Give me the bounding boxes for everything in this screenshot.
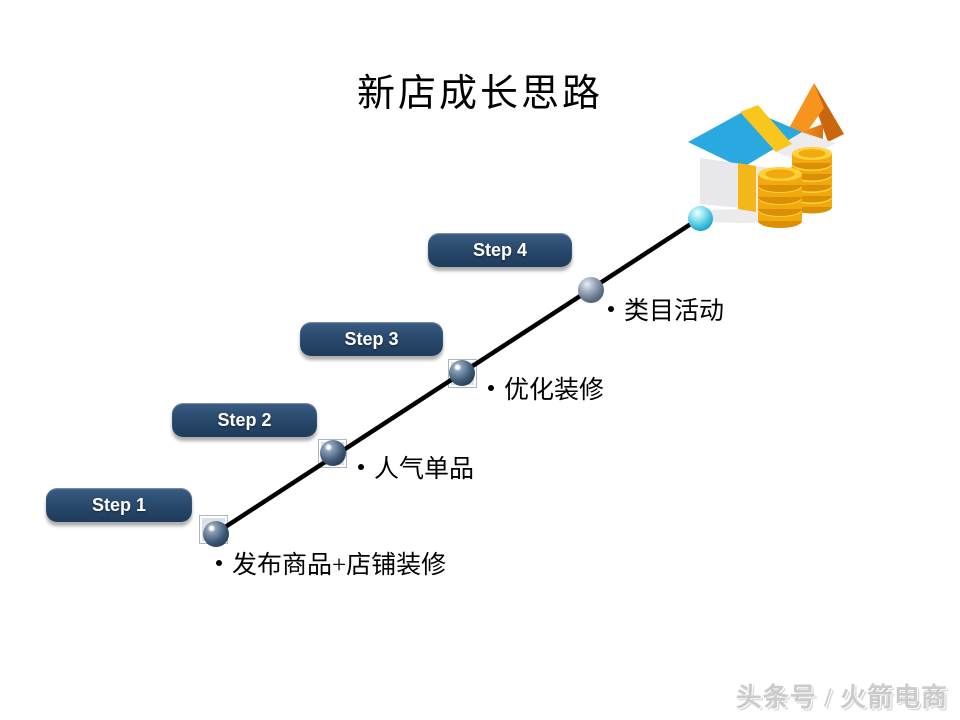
step3-callout: 优化装修 [488,370,604,406]
step3-marker-sphere-icon [449,360,475,386]
step4-button-label: Step 4 [472,239,528,260]
step1-marker-sphere-icon [203,521,229,547]
line-endpoint-sphere-icon [688,206,713,231]
step4-callout: 类目活动 [608,291,724,327]
step1-button-label: Step 1 [91,494,147,515]
bullet-dot-icon [358,464,364,470]
step4-callout-text: 类目活动 [624,298,725,325]
step3-button: Step 3 [300,322,443,356]
step1-button: Step 1 [46,488,192,522]
step3-callout-text: 优化装修 [504,377,605,404]
bullet-dot-icon [608,306,614,312]
step2-button-label: Step 2 [217,409,272,430]
step2-callout: 人气单品 [358,449,474,485]
step4-button: Step 4 [428,233,572,267]
step2-marker-sphere-icon [320,440,346,466]
step2-button: Step 2 [172,403,317,437]
watermark-text: 头条号 / 火箭电商 [735,683,948,712]
step3-button-label: Step 3 [344,328,399,349]
step4-marker-sphere-icon [578,277,604,303]
step2-callout-text: 人气单品 [374,456,475,483]
step1-callout: 发布商品+店铺装修 [216,545,446,581]
bullet-dot-icon [488,385,494,391]
bullet-dot-icon [216,560,222,566]
step1-callout-text: 发布商品+店铺装修 [232,552,447,579]
box-coins-arrow-illustration [688,83,844,228]
page-title: 新店成长思路 [356,73,603,115]
